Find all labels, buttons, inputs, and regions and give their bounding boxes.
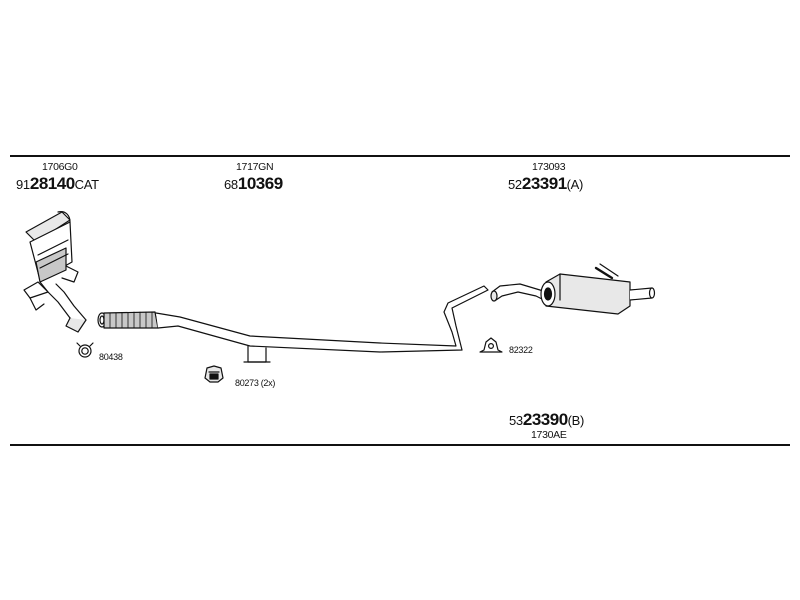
hanger-code[interactable]: 82322 — [509, 345, 533, 355]
rear-silencer-part-bold: 23391 — [521, 174, 567, 193]
rear-silencer-b-bold: 23390 — [522, 410, 568, 429]
rear-silencer-b-code: 1730AE — [531, 429, 567, 441]
front-pipe-part-prefix: 68 — [224, 177, 238, 192]
catalytic-converter[interactable] — [23, 211, 87, 333]
clamp-code[interactable]: 80438 — [99, 352, 123, 362]
clamp-ring[interactable] — [76, 342, 94, 358]
rear-silencer-part-suffix: (A) — [566, 177, 584, 192]
mount-code[interactable]: 80273 (2x) — [235, 378, 276, 388]
catalyst-part-bold: 28140 — [29, 174, 75, 193]
top-divider — [10, 155, 790, 157]
rubber-mount[interactable] — [204, 365, 224, 383]
rear-silencer-part-number[interactable]: 5223391(A) — [508, 174, 583, 194]
front-pipe-part-number[interactable]: 6810369 — [224, 174, 283, 194]
front-pipe-part-bold: 10369 — [237, 174, 283, 193]
catalyst-part-prefix: 91 — [16, 177, 30, 192]
rear-silencer[interactable] — [490, 263, 656, 315]
hanger[interactable] — [479, 337, 503, 353]
catalyst-code: 1706G0 — [42, 161, 78, 173]
bottom-divider — [10, 444, 790, 446]
rear-silencer-b-prefix: 53 — [509, 413, 523, 428]
rear-silencer-code: 173093 — [532, 161, 566, 173]
rear-silencer-b-part-number[interactable]: 5323390(B) — [509, 410, 584, 430]
catalyst-part-number[interactable]: 9128140CAT — [16, 174, 99, 194]
front-pipe[interactable] — [97, 285, 489, 363]
front-pipe-code: 1717GN — [236, 161, 274, 173]
catalyst-part-suffix: CAT — [74, 177, 99, 192]
rear-silencer-b-suffix: (B) — [567, 413, 585, 428]
rear-silencer-part-prefix: 52 — [508, 177, 522, 192]
